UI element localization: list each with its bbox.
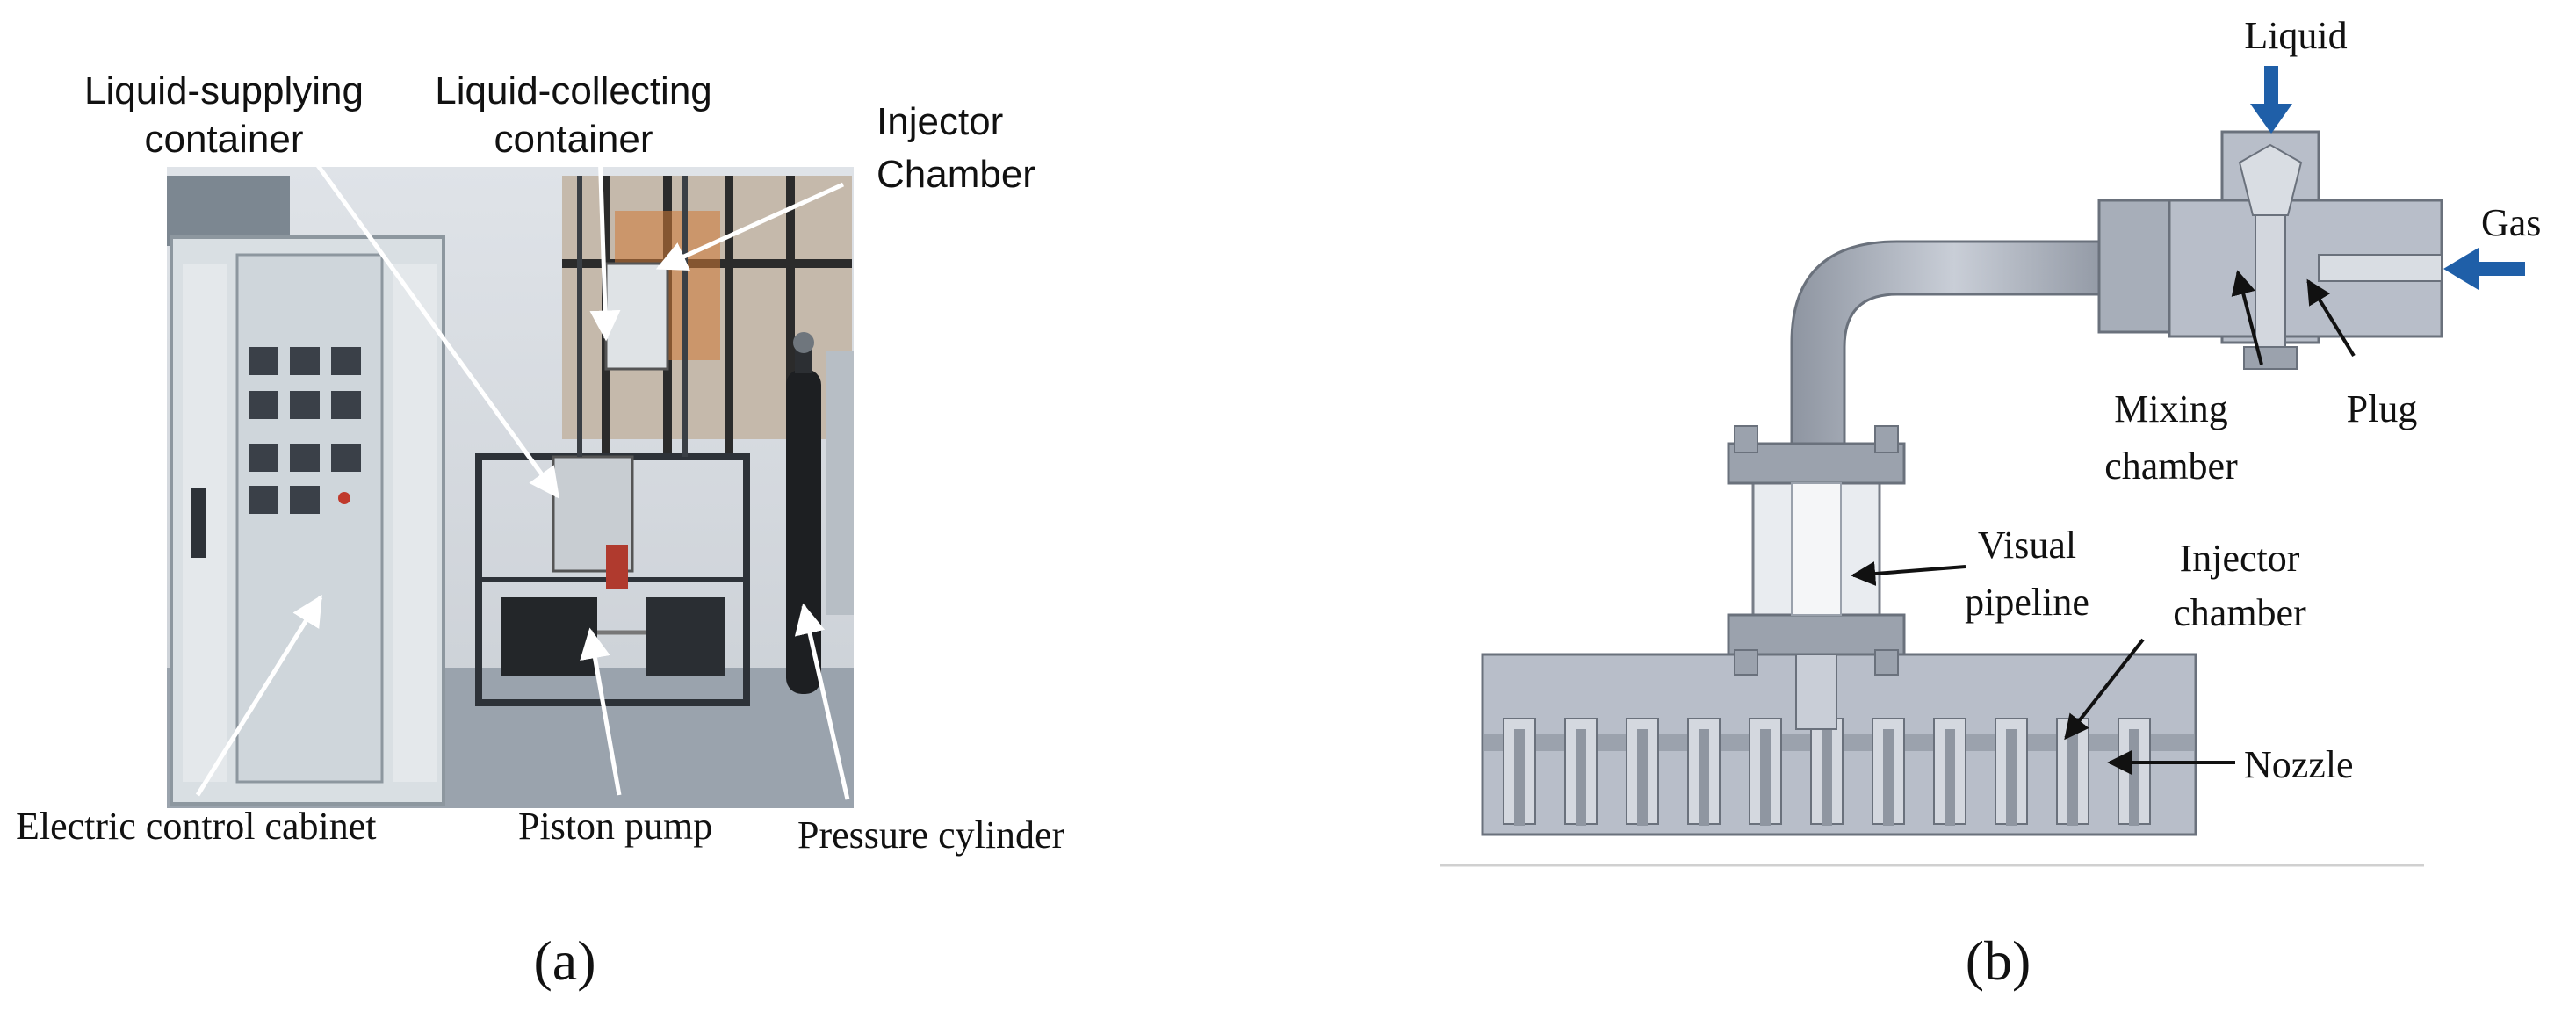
liquid-inflow-arrow <box>2250 66 2292 134</box>
label-electric-control-cabinet: Electric control cabinet <box>16 805 376 848</box>
leader-visual-pipeline <box>1851 561 1966 586</box>
leader-mixing-chamber <box>2231 270 2263 365</box>
label-liquid-supplying-line1: Liquid-supplying <box>84 69 364 112</box>
injector-assembly-drawing <box>1481 66 2525 836</box>
label-liquid-collecting-line2: container <box>494 118 653 161</box>
label-pressure-cylinder: Pressure cylinder <box>797 813 1065 857</box>
label-injector-chamber-line2: chamber <box>2173 591 2306 634</box>
leader-pressure-cylinder <box>794 603 850 800</box>
leader-piston-pump <box>580 627 622 796</box>
label-plug: Plug <box>2347 387 2418 430</box>
elbow-pipe <box>1790 240 2118 445</box>
label-injector-chamber-line1: Injector <box>877 100 1003 143</box>
label-injector-chamber-line1: Injector <box>2180 537 2300 580</box>
label-liquid: Liquid <box>2244 14 2347 57</box>
label-liquid-supplying-line2: container <box>144 118 303 161</box>
label-mixing-chamber-line1: Mixing <box>2114 387 2228 430</box>
leader-injector-chamber <box>655 182 845 271</box>
caption-b: (b) <box>1966 929 2031 992</box>
panel-b: Liquid Gas Mixing chamber Plug Visual pi… <box>1440 14 2541 992</box>
leader-liquid-collecting <box>589 148 621 342</box>
leader-electric-cabinet <box>195 595 323 797</box>
label-gas: Gas <box>2481 201 2541 244</box>
panel-a: Liquid-supplying container Liquid-collec… <box>16 69 1065 992</box>
label-nozzle: Nozzle <box>2244 743 2354 786</box>
lab-photo <box>167 167 854 808</box>
leader-plug <box>2306 278 2356 358</box>
label-injector-chamber-line2: Chamber <box>877 153 1035 196</box>
label-piston-pump: Piston pump <box>518 805 712 848</box>
leader-injector-chamber <box>2064 638 2145 741</box>
label-visual-pipeline-line1: Visual <box>1978 524 2076 567</box>
caption-a: (a) <box>533 929 595 992</box>
label-liquid-collecting-line1: Liquid-collecting <box>435 69 712 112</box>
label-mixing-chamber-line2: chamber <box>2104 445 2238 488</box>
label-visual-pipeline-line2: pipeline <box>1965 581 2089 624</box>
gas-inflow-arrow <box>2443 248 2525 290</box>
leader-liquid-supplying <box>300 143 560 499</box>
plug <box>2255 214 2286 357</box>
